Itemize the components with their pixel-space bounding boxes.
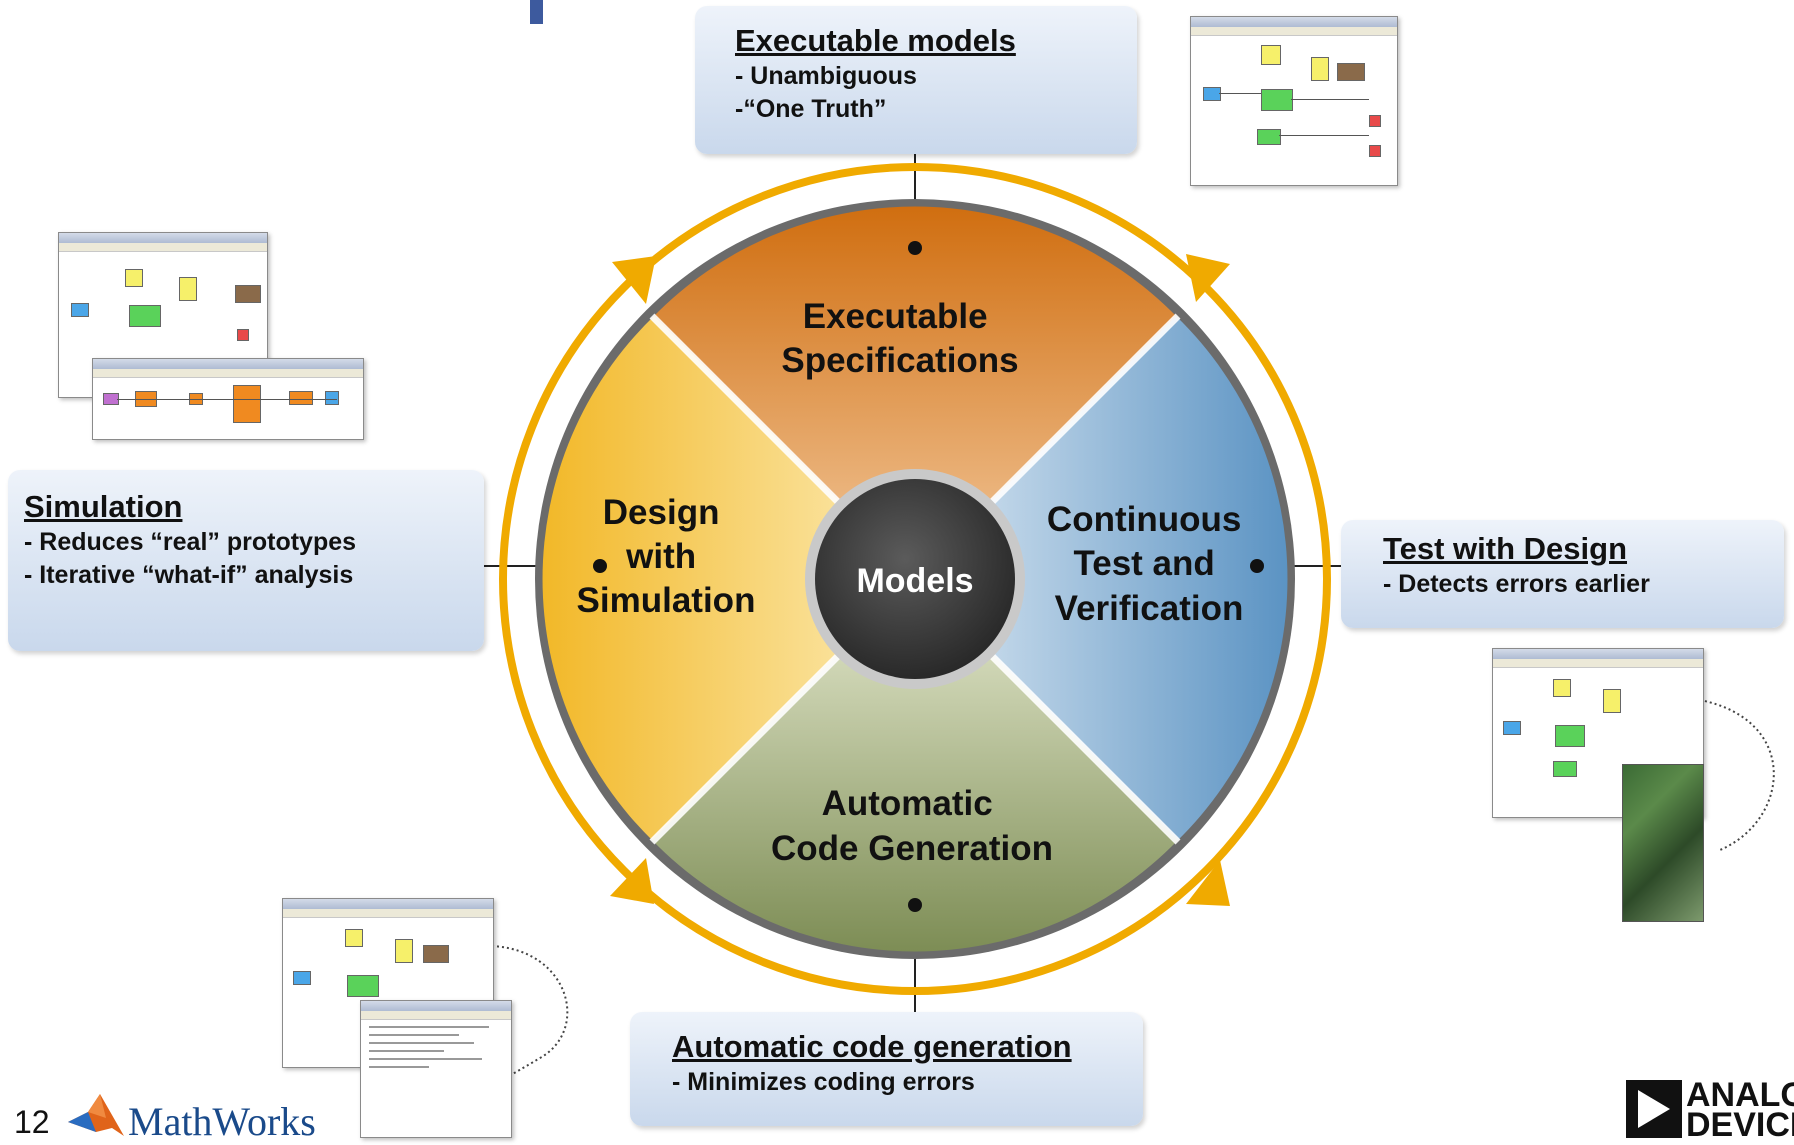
- code-editor-screenshot: [360, 1000, 512, 1138]
- connector-dot-right: [1250, 559, 1264, 573]
- mathworks-logo: [68, 1094, 124, 1136]
- ring-arrow-top-right: [1186, 254, 1230, 302]
- models-hub: [815, 479, 1015, 679]
- simulink-screenshot: [1190, 16, 1398, 186]
- dotted-arrow-bottom-left: [491, 945, 569, 1083]
- models-label: Models: [856, 562, 973, 600]
- ring-arrow-top-left: [612, 256, 656, 304]
- callout-executable-models: Executable models - Unambiguous -“One Tr…: [695, 6, 1137, 154]
- callout-line: - Unambiguous: [735, 62, 917, 90]
- callout-line: - Reduces “real” prototypes: [24, 528, 357, 556]
- callout-line: -“One Truth”: [735, 95, 887, 123]
- connector-dot-left: [593, 559, 607, 573]
- analog-devices-wordmark: ANALOG DEVICES: [1686, 1080, 1794, 1140]
- callout-title: Simulation: [24, 489, 183, 524]
- analog-devices-logo: [1626, 1080, 1682, 1138]
- ring-arrow-bottom-left: [610, 858, 654, 904]
- label-right: Continuous Test and Verification: [1047, 500, 1251, 628]
- cycle-ring: [499, 163, 1331, 995]
- label-left: Design with Simulation: [577, 493, 756, 620]
- label-top: Executable Specifications: [781, 297, 1018, 380]
- ring-arrow-bottom-right: [1186, 860, 1230, 906]
- mathworks-wordmark: MathWorks: [128, 1099, 316, 1144]
- label-bottom: Automatic Code Generation: [771, 784, 1053, 868]
- segment-executable-specifications: [652, 206, 1178, 576]
- connector-dot-bottom: [908, 898, 922, 912]
- callout-line: - Iterative “what-if” analysis: [24, 561, 354, 589]
- page-number: 12: [14, 1104, 50, 1140]
- segment-design-with-simulation: [542, 316, 912, 842]
- header-accent: [530, 0, 543, 24]
- callout-line: - Minimizes coding errors: [672, 1068, 975, 1096]
- segment-automatic-code-generation: [652, 582, 1178, 952]
- connector-dot-top: [908, 241, 922, 255]
- simulink-screenshot-front: [92, 358, 364, 440]
- simulink-screenshot-bottom: [282, 898, 494, 1068]
- circuit-board-photo: [1622, 764, 1704, 922]
- callout-title: Executable models: [735, 23, 1016, 58]
- dotted-arrow-right: [1699, 699, 1775, 851]
- callout-line: - Detects errors earlier: [1383, 570, 1650, 598]
- segment-continuous-test: [918, 316, 1288, 842]
- callout-automatic-code-generation: Automatic code generation - Minimizes co…: [630, 1012, 1143, 1126]
- callout-simulation: Simulation - Reduces “real” prototypes -…: [8, 470, 484, 651]
- callout-title: Automatic code generation: [672, 1029, 1072, 1064]
- callout-title: Test with Design: [1383, 531, 1628, 566]
- callout-test-with-design: Test with Design - Detects errors earlie…: [1341, 520, 1784, 628]
